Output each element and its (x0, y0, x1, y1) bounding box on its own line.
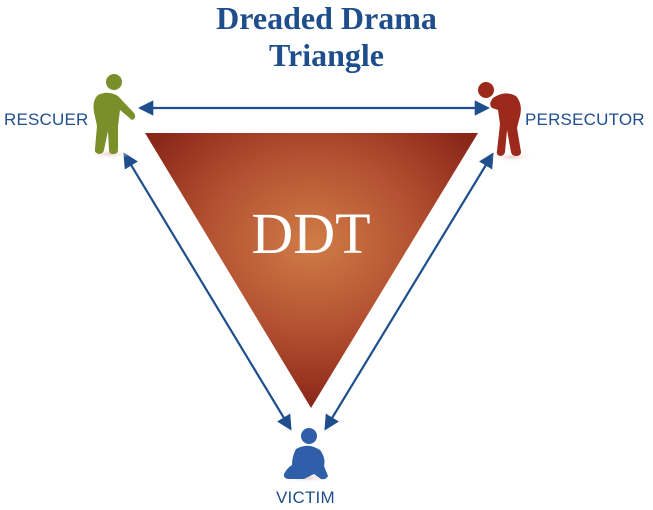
arrow-persecutor-victim (324, 152, 494, 431)
diagram-title: Dreaded Drama Triangle (0, 0, 653, 74)
persecutor-figure-icon (478, 82, 534, 162)
rescuer-label: RESCUER (4, 110, 89, 129)
arrow-rescuer-victim (123, 152, 292, 431)
title-line-1: Dreaded Drama (216, 0, 437, 36)
victim-figure-icon (279, 428, 335, 483)
title-line-2: Triangle (269, 37, 384, 73)
ddt-center-label: DDT (251, 201, 370, 266)
rescuer-figure-icon (88, 74, 136, 159)
victim-label: VICTIM (276, 488, 335, 507)
persecutor-label: PERSECUTOR (525, 110, 645, 129)
